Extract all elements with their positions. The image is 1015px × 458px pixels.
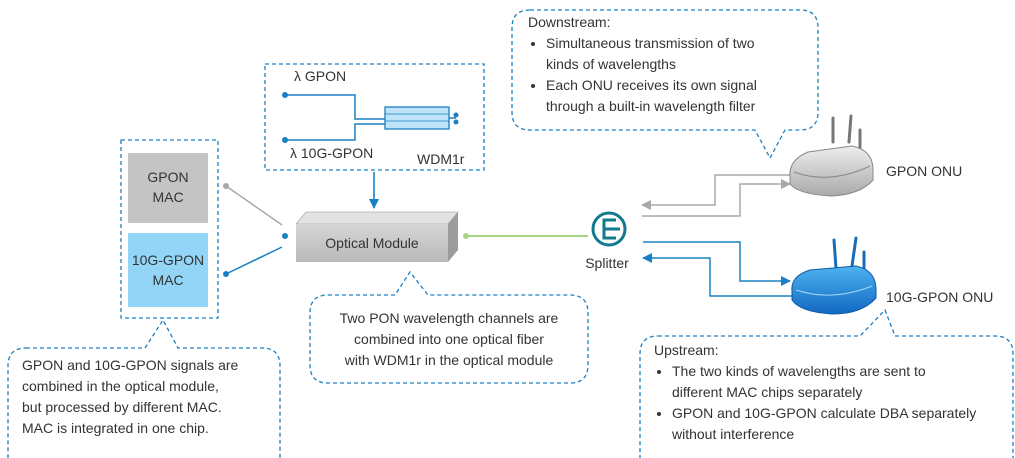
- module-input-dot: [282, 233, 288, 239]
- lambda-gpon-path: [285, 94, 385, 120]
- xgpon-mac-block: [128, 233, 208, 307]
- splitter-icon-stroke: [602, 218, 616, 240]
- middle-callout: Two PON wavelength channels are combined…: [318, 308, 580, 371]
- xgpon-downstream-path: [643, 241, 791, 286]
- left-callout-line3: but processed by different MAC.: [22, 399, 222, 415]
- optical-module-top: [295, 211, 459, 225]
- xgpon-onu-router-icon: [791, 236, 877, 315]
- downstream-item-2-line2: through a built-in wavelength filter: [546, 98, 756, 114]
- downstream-item-2: Each ONU receives its own signal through…: [546, 75, 813, 117]
- wdm-group-box: [264, 63, 485, 171]
- left-callout-line2: combined in the optical module,: [22, 378, 219, 394]
- upstream-callout-bubble: [639, 308, 1014, 458]
- gpon-mac-label-line1: GPON: [147, 169, 188, 185]
- left-callout-bubble: [7, 318, 281, 458]
- downstream-item-1-line1: Simultaneous transmission of two: [546, 35, 755, 51]
- middle-callout-line1: Two PON wavelength channels are: [339, 310, 559, 326]
- left-callout: GPON and 10G-GPON signals are combined i…: [22, 355, 278, 439]
- downstream-callout-bubble: [511, 9, 819, 160]
- lambda-gpon-label: λ GPON: [294, 68, 346, 84]
- upstream-item-2: GPON and 10G-GPON calculate DBA separate…: [672, 403, 1004, 445]
- optical-module-side: [448, 212, 458, 262]
- xgpon-mac-link: [225, 246, 283, 275]
- gpon-onu-label: GPON ONU: [886, 163, 962, 179]
- gpon-onu-router-icon: [789, 114, 874, 197]
- gpon-mac-block: [128, 153, 208, 223]
- gpon-mac-label-line2: MAC: [152, 189, 183, 205]
- wdm1r-filter: [384, 106, 450, 130]
- upstream-item-2-line2: without interference: [672, 426, 795, 442]
- xgpon-upstream-path: [642, 253, 795, 297]
- downstream-item-2-line1: Each ONU receives its own signal: [546, 77, 757, 93]
- splitter-label: Splitter: [585, 255, 629, 271]
- upstream-list: The two kinds of wavelengths are sent to…: [654, 361, 1004, 445]
- upstream-item-1-line2: different MAC chips separately: [672, 384, 863, 400]
- optical-module-front: [296, 224, 448, 262]
- xgpon-mac-label-line2: MAC: [152, 272, 183, 288]
- lambda-10g-path: [285, 123, 385, 141]
- left-callout-line4: MAC is integrated in one chip.: [22, 420, 209, 436]
- upstream-title: Upstream:: [654, 342, 719, 358]
- downstream-title: Downstream:: [528, 14, 611, 30]
- upstream-item-1: The two kinds of wavelengths are sent to…: [672, 361, 1004, 403]
- downstream-item-1-line2: kinds of wavelengths: [546, 56, 676, 72]
- upstream-item-1-line1: The two kinds of wavelengths are sent to: [672, 363, 926, 379]
- gpon-mac-link: [225, 185, 283, 226]
- middle-callout-line3: with WDM1r in the optical module: [344, 352, 554, 368]
- xgpon-mac-label-line1: 10G-GPON: [132, 252, 204, 268]
- upstream-item-2-line1: GPON and 10G-GPON calculate DBA separate…: [672, 405, 977, 421]
- downstream-callout: Downstream: Simultaneous transmission of…: [528, 12, 813, 117]
- left-callout-line1: GPON and 10G-GPON signals are: [22, 357, 239, 373]
- optical-module-label: Optical Module: [325, 235, 419, 251]
- gpon-downstream-path: [642, 179, 791, 217]
- wdm1r-label: WDM1r: [417, 151, 465, 167]
- lambda-10g-label: λ 10G-GPON: [290, 145, 373, 161]
- xgpon-onu-label: 10G-GPON ONU: [886, 289, 993, 305]
- middle-callout-bubble: [309, 270, 589, 384]
- downstream-item-1: Simultaneous transmission of two kinds o…: [546, 33, 813, 75]
- middle-callout-line2: combined into one optical fiber: [354, 331, 544, 347]
- mac-group-box: [120, 139, 219, 319]
- gpon-upstream-path: [641, 174, 795, 210]
- wdm-output-dot-top: [453, 112, 459, 118]
- downstream-list: Simultaneous transmission of two kinds o…: [528, 33, 813, 117]
- upstream-callout: Upstream: The two kinds of wavelengths a…: [654, 340, 1004, 445]
- wdm-output-dot-bottom: [453, 119, 459, 125]
